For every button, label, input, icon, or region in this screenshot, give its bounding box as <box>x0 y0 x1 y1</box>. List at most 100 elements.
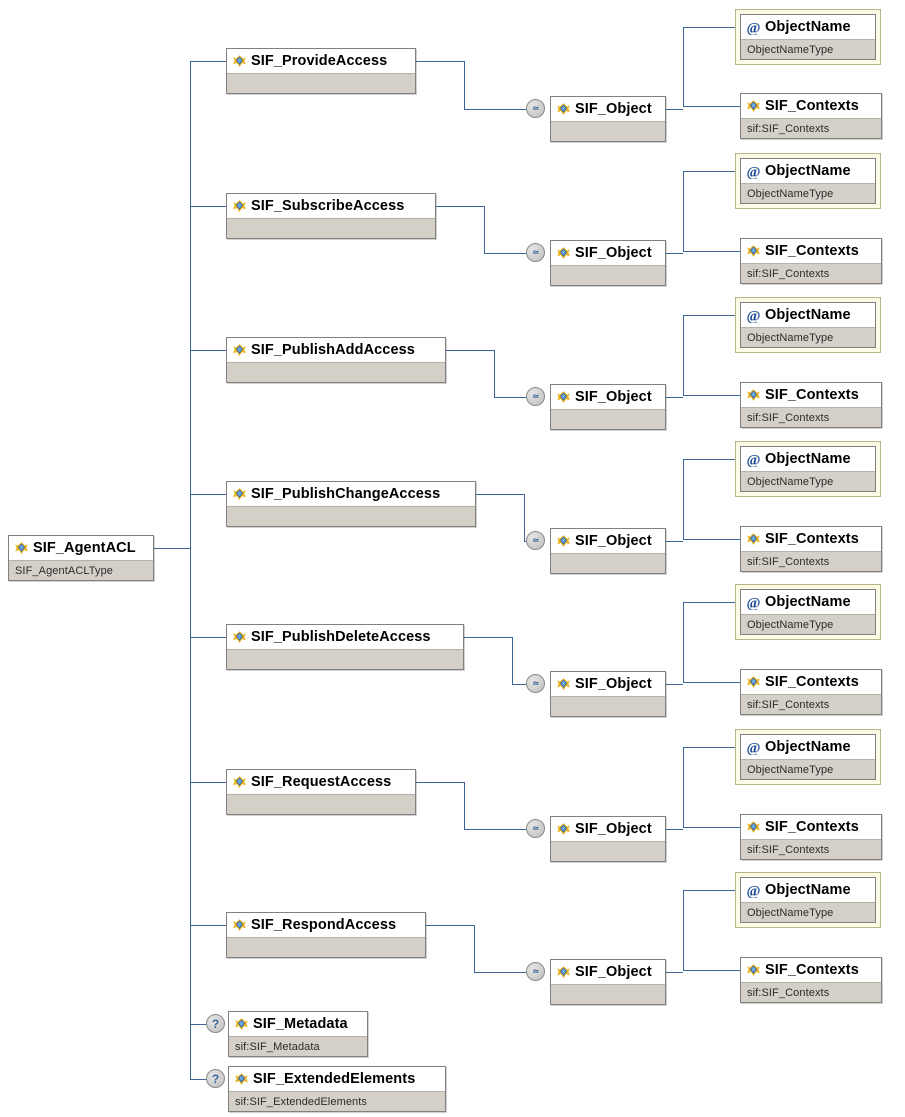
node-type-label <box>551 266 665 285</box>
node-name-label: SIF_PublishAddAccess <box>251 342 415 358</box>
repeat-marker-5[interactable]: ≃ <box>526 819 545 838</box>
optional-marker-0[interactable]: ? <box>206 1014 225 1033</box>
node-name-label: ObjectName <box>765 451 851 467</box>
node-title-bar: SIF_Metadata <box>229 1012 367 1037</box>
node-title-bar: @ObjectName <box>741 590 875 615</box>
node-name-label: SIF_Contexts <box>765 819 859 835</box>
element-icon <box>232 775 247 790</box>
svg-text:@: @ <box>747 595 761 610</box>
access-elbow-line-0 <box>464 61 465 109</box>
node-sif-object-1[interactable]: SIF_Object <box>550 240 666 286</box>
node-sif-requestaccess[interactable]: SIF_RequestAccess <box>226 769 416 815</box>
object-in-line-3 <box>524 541 526 542</box>
element-icon <box>746 388 761 403</box>
repeat-marker-3[interactable]: ≃ <box>526 531 545 550</box>
attribute-icon: @ <box>746 20 761 35</box>
node-type-label: sif:SIF_ExtendedElements <box>229 1092 445 1111</box>
svg-text:@: @ <box>747 164 761 179</box>
access-elbow-line-4 <box>512 637 513 684</box>
node-name-label: SIF_Object <box>575 676 652 692</box>
node-type-label <box>551 122 665 141</box>
repeat-marker-6[interactable]: ≃ <box>526 962 545 981</box>
repeat-marker-0[interactable]: ≃ <box>526 99 545 118</box>
ctx-in-line-1 <box>683 251 740 252</box>
node-sif-publishaddaccess[interactable]: SIF_PublishAddAccess <box>226 337 446 383</box>
branch-line-access-3 <box>190 494 226 495</box>
access-out-line-4 <box>464 637 512 638</box>
node-type-label: sif:SIF_Contexts <box>741 264 881 283</box>
node-type-label: ObjectNameType <box>741 903 875 922</box>
object-out-line-1 <box>666 253 683 254</box>
object-branch-line-3 <box>683 459 684 539</box>
element-icon <box>232 199 247 214</box>
node-name-label: ObjectName <box>765 307 851 323</box>
node-type-label <box>227 938 425 957</box>
node-sif-publishdeleteaccess[interactable]: SIF_PublishDeleteAccess <box>226 624 464 670</box>
node-sif-object-4[interactable]: SIF_Object <box>550 671 666 717</box>
object-branch-line-6 <box>683 890 684 970</box>
node-name-label: SIF_Object <box>575 101 652 117</box>
node-type-label <box>551 842 665 861</box>
node-title-bar: SIF_PublishAddAccess <box>227 338 445 363</box>
node-sif-subscribeaccess[interactable]: SIF_SubscribeAccess <box>226 193 436 239</box>
repeat-marker-4[interactable]: ≃ <box>526 674 545 693</box>
element-icon <box>746 99 761 114</box>
node-name-label: SIF_ExtendedElements <box>253 1071 416 1087</box>
node-type-label: ObjectNameType <box>741 615 875 634</box>
node-sif-object-2[interactable]: SIF_Object <box>550 384 666 430</box>
attr-in-line-4 <box>683 602 740 603</box>
repeat-marker-1[interactable]: ≃ <box>526 243 545 262</box>
access-out-line-5 <box>416 782 464 783</box>
attr-in-line-0 <box>683 27 740 28</box>
node-title-bar: SIF_Contexts <box>741 670 881 695</box>
element-icon <box>232 630 247 645</box>
object-out-line-0 <box>666 109 683 110</box>
access-out-line-2 <box>446 350 494 351</box>
node-sif-object-6[interactable]: SIF_Object <box>550 959 666 1005</box>
access-elbow-line-3 <box>524 494 525 541</box>
node-type-label <box>551 554 665 573</box>
node-title-bar: SIF_Object <box>551 960 665 985</box>
access-out-line-0 <box>416 61 464 62</box>
node-title-bar: @ObjectName <box>741 15 875 40</box>
node-sif-publishchangeaccess[interactable]: SIF_PublishChangeAccess <box>226 481 476 527</box>
node-type-label: sif:SIF_Contexts <box>741 983 881 1002</box>
ctx-in-line-5 <box>683 827 740 828</box>
node-sif-object-5[interactable]: SIF_Object <box>550 816 666 862</box>
node-sif-object-3[interactable]: SIF_Object <box>550 528 666 574</box>
access-elbow-line-2 <box>494 350 495 397</box>
node-sif-provideaccess[interactable]: SIF_ProvideAccess <box>226 48 416 94</box>
branch-line-access-1 <box>190 206 226 207</box>
node-name-label: SIF_Object <box>575 245 652 261</box>
node-name-label: SIF_PublishDeleteAccess <box>251 629 431 645</box>
branch-line-access-0 <box>190 61 226 62</box>
node-sif-extendedelements[interactable]: SIF_ExtendedElements sif:SIF_ExtendedElem… <box>228 1066 446 1112</box>
repeat-marker-2[interactable]: ≃ <box>526 387 545 406</box>
element-icon <box>234 1072 249 1087</box>
node-type-label: SIF_AgentACLType <box>9 561 153 580</box>
attribute-icon: @ <box>746 740 761 755</box>
node-sif-object-0[interactable]: SIF_Object <box>550 96 666 142</box>
node-sif-respondaccess[interactable]: SIF_RespondAccess <box>226 912 426 958</box>
optional-marker-1[interactable]: ? <box>206 1069 225 1088</box>
node-title-bar: SIF_Contexts <box>741 239 881 264</box>
attr-in-line-5 <box>683 747 740 748</box>
